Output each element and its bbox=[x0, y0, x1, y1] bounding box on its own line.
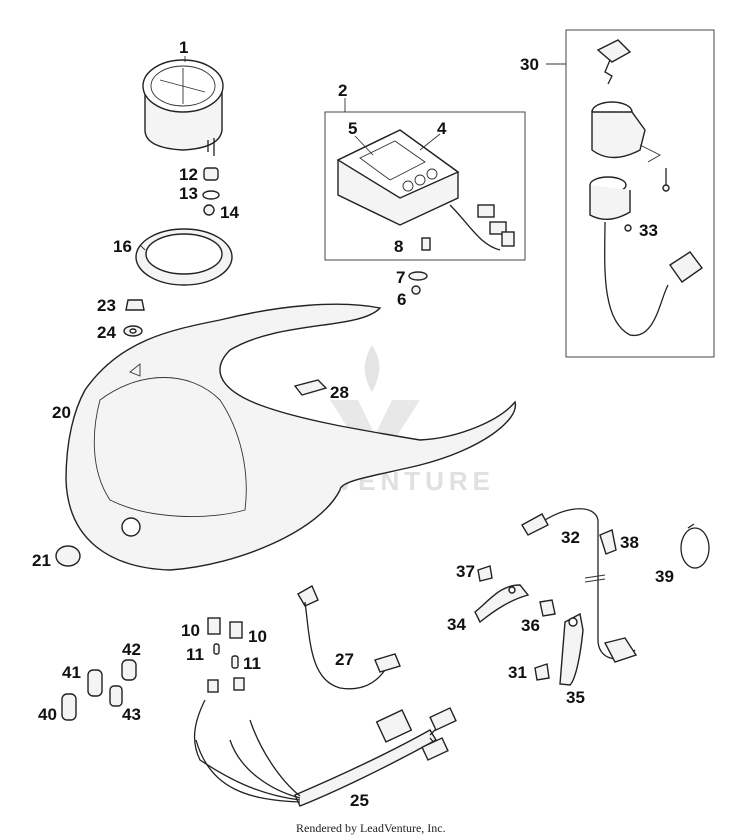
cable-clip-38 bbox=[599, 529, 617, 555]
indicator-lamps bbox=[61, 659, 137, 721]
callout-10-right: 10 bbox=[248, 627, 267, 646]
label-decal bbox=[293, 379, 328, 396]
callout-27: 27 bbox=[335, 650, 354, 669]
callout-25: 25 bbox=[350, 791, 369, 810]
trip-computer bbox=[336, 129, 515, 251]
callout-6: 6 bbox=[397, 290, 406, 309]
callout-39: 39 bbox=[655, 567, 674, 586]
callout-10-left: 10 bbox=[181, 621, 200, 640]
washer-nut-6-7 bbox=[408, 271, 428, 295]
ignition-lock-cylinder bbox=[589, 176, 703, 336]
bracket-35 bbox=[559, 612, 584, 686]
callout-14: 14 bbox=[220, 203, 239, 222]
gauge-meter bbox=[142, 59, 224, 156]
callout-20: 20 bbox=[52, 403, 71, 422]
ignition-switch bbox=[591, 101, 670, 192]
callout-43: 43 bbox=[122, 705, 141, 724]
callout-11-right: 11 bbox=[243, 654, 261, 673]
bracket-34 bbox=[474, 584, 530, 624]
callout-21: 21 bbox=[32, 551, 51, 570]
bulb-11 bbox=[213, 643, 239, 669]
callout-23: 23 bbox=[97, 296, 116, 315]
callout-36: 36 bbox=[521, 616, 540, 635]
callout-32: 32 bbox=[561, 528, 580, 547]
speed-sensor-cable bbox=[521, 508, 638, 663]
callout-labels: 1 2 4 5 6 7 8 10 10 11 11 12 13 14 16 20… bbox=[32, 38, 674, 810]
callout-4: 4 bbox=[437, 119, 447, 138]
callout-1: 1 bbox=[179, 38, 188, 57]
callout-11-left: 11 bbox=[186, 645, 204, 664]
detail-box-30 bbox=[565, 29, 715, 358]
hose-clamp-39 bbox=[680, 523, 710, 569]
screw-31 bbox=[534, 663, 550, 681]
detail-box-2 bbox=[324, 111, 526, 261]
callout-2: 2 bbox=[338, 81, 347, 100]
rubber-plug bbox=[55, 545, 81, 567]
callout-8: 8 bbox=[394, 237, 403, 256]
wiring-harness bbox=[193, 677, 457, 807]
callout-16: 16 bbox=[113, 237, 132, 256]
screw-37 bbox=[477, 565, 493, 582]
rubber-ring bbox=[135, 228, 233, 286]
callout-5: 5 bbox=[348, 119, 357, 138]
callout-37: 37 bbox=[456, 562, 475, 581]
cable-27 bbox=[297, 585, 401, 690]
callout-38: 38 bbox=[620, 533, 639, 552]
callout-24: 24 bbox=[97, 323, 116, 342]
ignition-key bbox=[596, 39, 632, 85]
grommet-nut-stack bbox=[202, 167, 220, 216]
cap-nut-washer bbox=[123, 299, 145, 337]
callout-33: 33 bbox=[639, 221, 658, 240]
callout-34: 34 bbox=[447, 615, 466, 634]
bulb-socket-10 bbox=[207, 617, 243, 639]
callout-35: 35 bbox=[566, 688, 585, 707]
callout-12: 12 bbox=[179, 165, 198, 184]
footer-credit: Rendered by LeadVenture, Inc. bbox=[296, 821, 446, 835]
callout-31: 31 bbox=[508, 663, 527, 682]
callout-40: 40 bbox=[38, 705, 57, 724]
callout-7: 7 bbox=[396, 268, 405, 287]
callout-30: 30 bbox=[520, 55, 539, 74]
leader-lines bbox=[139, 56, 566, 251]
callout-41: 41 bbox=[62, 663, 81, 682]
callout-13: 13 bbox=[179, 184, 198, 203]
spacer-36 bbox=[539, 599, 556, 617]
callout-28: 28 bbox=[330, 383, 349, 402]
callout-42: 42 bbox=[122, 640, 141, 659]
headlight-mask bbox=[65, 303, 517, 571]
